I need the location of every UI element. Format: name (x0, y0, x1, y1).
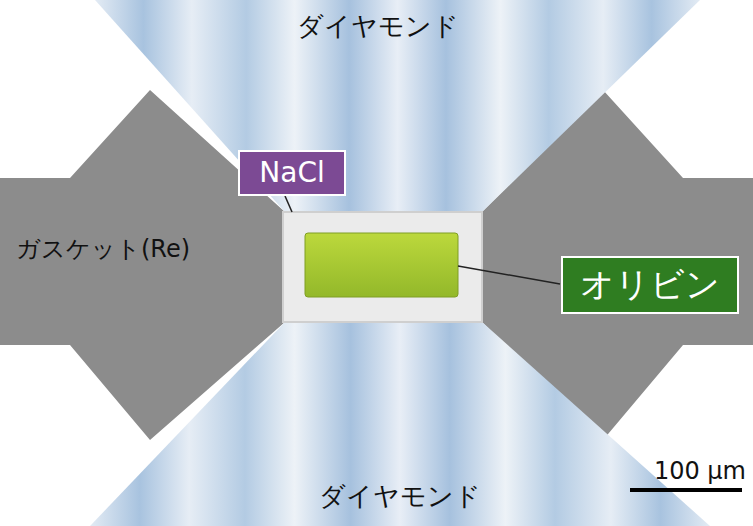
olivine-sample (305, 233, 458, 297)
label-box: オリビン (561, 256, 739, 314)
diamond-bottom (90, 322, 710, 526)
part-name: ダイヤモンド (319, 482, 481, 511)
label-text: NaCl (259, 158, 324, 189)
scale-label: 100 μm (654, 458, 746, 484)
part-name: ダイヤモンド (297, 12, 459, 41)
leader-line (458, 266, 560, 284)
part-name: ガスケット(Re) (16, 236, 190, 262)
scale-bar (630, 488, 742, 492)
nacl-medium (283, 212, 482, 322)
leader-line (285, 196, 292, 212)
label-box: NaCl (238, 150, 346, 196)
diamond-top (95, 0, 700, 212)
label-text: オリビン (580, 266, 720, 303)
